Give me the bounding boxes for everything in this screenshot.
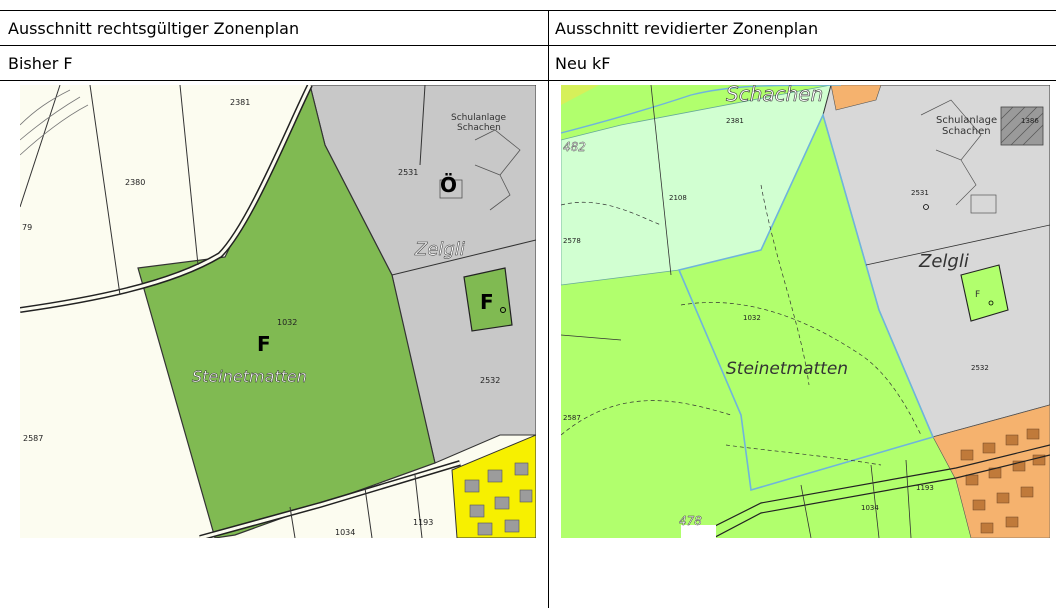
zone-letter-small: F xyxy=(480,290,494,314)
place-steinetmatten: Steinetmatten xyxy=(726,359,848,379)
road-label-482: 482 xyxy=(563,140,586,154)
comparison-table: Ausschnitt rechtsgültiger Zonenplan Auss… xyxy=(0,10,1056,608)
table-border-top xyxy=(0,10,1056,11)
parcel-label: 2587 xyxy=(23,434,43,443)
parcel-label: 2380 xyxy=(125,178,145,187)
place-steinetmatten: Steinetmatten xyxy=(192,367,307,386)
table-border-status xyxy=(0,80,1056,81)
place-schachen: Schachen xyxy=(726,85,823,106)
revised-zoning-map: Schachen 2381 2108 2578 1032 2531 2532 2… xyxy=(561,85,1050,538)
parcel-label: 2381 xyxy=(726,117,744,125)
zone-letter-main: F xyxy=(257,332,271,356)
parcel-label: 1386 xyxy=(1021,117,1039,125)
parcel-label: 1032 xyxy=(277,318,297,327)
place-zelgli: Zelgli xyxy=(918,251,969,272)
parcel-label: 2531 xyxy=(911,189,929,197)
school-label-line2: Schachen xyxy=(457,123,501,133)
parcel-label: 2108 xyxy=(669,194,687,202)
parcel-label: 79 xyxy=(22,223,32,232)
school-label-line1: Schulanlage xyxy=(451,113,507,123)
marker-icon xyxy=(923,204,929,210)
parcel-label: 1032 xyxy=(743,314,761,322)
table-border-header xyxy=(0,45,1056,46)
marker-icon xyxy=(988,300,994,306)
header-right-cell: Ausschnitt revidierter Zonenplan xyxy=(555,19,819,38)
status-left-cell: Bisher F xyxy=(8,54,73,73)
parcel-label: 2381 xyxy=(230,98,250,107)
parcel-label: 1193 xyxy=(413,518,433,527)
parcel-label: 2532 xyxy=(971,364,989,372)
parcel-label: 2532 xyxy=(480,376,500,385)
road-label-478: 478 xyxy=(679,514,702,528)
table-divider-vertical xyxy=(548,10,549,608)
zone-letter-small: F xyxy=(975,290,980,300)
parcel-label: 2587 xyxy=(563,414,581,422)
marker-icon xyxy=(500,307,506,313)
parcel-label: 1034 xyxy=(861,504,879,512)
place-zelgli: Zelgli xyxy=(414,239,465,260)
school-label-line2: Schachen xyxy=(942,126,991,137)
header-left-cell: Ausschnitt rechtsgültiger Zonenplan xyxy=(8,19,300,38)
section-heading xyxy=(12,0,1042,10)
school-label-line1: Schulanlage xyxy=(936,115,997,126)
zone-letter-school: Ö xyxy=(440,173,457,197)
current-zoning-map: 2381 2380 79 2531 1032 2532 2587 1193 10… xyxy=(20,85,536,538)
parcel-label: 1193 xyxy=(916,484,934,492)
parcel-label: 1034 xyxy=(335,528,355,537)
parcel-label: 2531 xyxy=(398,168,418,177)
status-right-cell: Neu kF xyxy=(555,54,611,73)
parcel-label: 2578 xyxy=(563,237,581,245)
